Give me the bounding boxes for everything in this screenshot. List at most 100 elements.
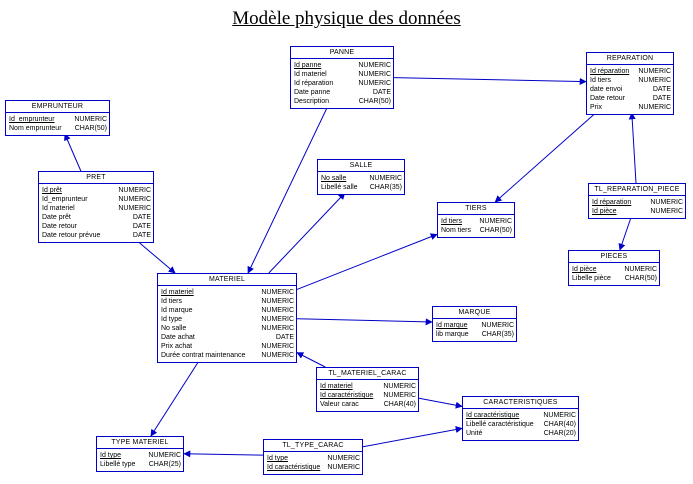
column-row: Id pièce NUMERIC xyxy=(572,265,657,274)
table-title: PRET xyxy=(39,172,153,184)
column-type: NUMERIC xyxy=(74,116,107,123)
column-type: NUMERIC xyxy=(479,218,512,225)
column-type: CHAR(35) xyxy=(481,331,514,338)
column-name: Id réparation xyxy=(592,199,632,206)
column-name: Valeur carac xyxy=(320,401,359,408)
column-name: Id réparation xyxy=(294,80,334,87)
column-type: NUMERIC xyxy=(543,412,576,419)
link-tl-materiel-carac-to-materiel xyxy=(296,352,326,368)
link-pret-to-emprunteur xyxy=(64,133,82,172)
table-title: TL_MATERIEL_CARAC xyxy=(317,368,418,380)
column-name: Id marque xyxy=(161,307,193,314)
column-type: NUMERIC xyxy=(358,62,391,69)
column-name: lib marque xyxy=(436,331,469,338)
column-row: Id_emprunteur NUMERIC xyxy=(42,195,151,204)
column-type: NUMERIC xyxy=(261,289,294,296)
column-type: NUMERIC xyxy=(383,392,416,399)
column-name: No salle xyxy=(321,175,347,182)
column-type: CHAR(35) xyxy=(369,184,402,191)
column-type: DATE xyxy=(652,95,671,102)
table-title: TIERS xyxy=(438,203,514,215)
column-name: Id marque xyxy=(436,322,468,329)
column-name: Id_emprunteur xyxy=(42,196,88,203)
column-type: NUMERIC xyxy=(327,455,360,462)
link-tl-type-carac-to-type-materiel xyxy=(183,450,264,458)
column-name: Id pièce xyxy=(572,266,597,273)
link-panne-to-materiel xyxy=(247,106,328,274)
column-type: NUMERIC xyxy=(650,208,683,215)
link-materiel-to-salle xyxy=(268,192,346,274)
column-name: Prix achat xyxy=(161,343,193,350)
column-row: Id marque NUMERIC xyxy=(161,306,294,315)
table-title: CARACTERISTIQUES xyxy=(463,397,578,409)
column-type: NUMERIC xyxy=(638,104,671,111)
column-name: Id tiers xyxy=(590,77,612,84)
link-materiel-to-marque xyxy=(296,318,433,326)
link-materiel-to-tiers xyxy=(296,233,438,290)
column-name: Date panne xyxy=(294,89,331,96)
link-tl-reparation-piece-to-reparation xyxy=(628,112,637,184)
column-name: Id_emprunteur xyxy=(9,116,55,123)
column-type: CHAR(20) xyxy=(543,430,576,437)
column-name: Libellé caractéristique xyxy=(466,421,534,428)
column-type: NUMERIC xyxy=(638,77,671,84)
table-title: MARQUE xyxy=(433,307,516,319)
column-name: No salle xyxy=(161,325,187,332)
column-name: Id type xyxy=(100,452,122,459)
column-type: CHAR(50) xyxy=(479,227,512,234)
column-type: NUMERIC xyxy=(261,298,294,305)
column-name: Date prêt xyxy=(42,214,71,221)
column-type: NUMERIC xyxy=(118,205,151,212)
table-title: EMPRUNTEUR xyxy=(6,101,109,113)
link-materiel-to-type-materiel xyxy=(150,360,200,437)
column-type: DATE xyxy=(132,232,151,239)
column-type: NUMERIC xyxy=(118,196,151,203)
column-type: NUMERIC xyxy=(148,452,181,459)
column-name: Date achat xyxy=(161,334,195,341)
column-type: CHAR(25) xyxy=(148,461,181,468)
link-panne-to-reparation xyxy=(393,77,587,85)
column-name: Id type xyxy=(161,316,183,323)
column-type: NUMERIC xyxy=(624,266,657,273)
column-type: CHAR(40) xyxy=(543,421,576,428)
column-type: NUMERIC xyxy=(261,352,294,359)
column-name: Id materiel xyxy=(320,383,353,390)
table-title: MATERIEL xyxy=(158,274,296,286)
table-title: PIECES xyxy=(569,251,659,263)
column-type: NUMERIC xyxy=(358,71,391,78)
column-name: Prix xyxy=(590,104,603,111)
column-type: NUMERIC xyxy=(261,307,294,314)
